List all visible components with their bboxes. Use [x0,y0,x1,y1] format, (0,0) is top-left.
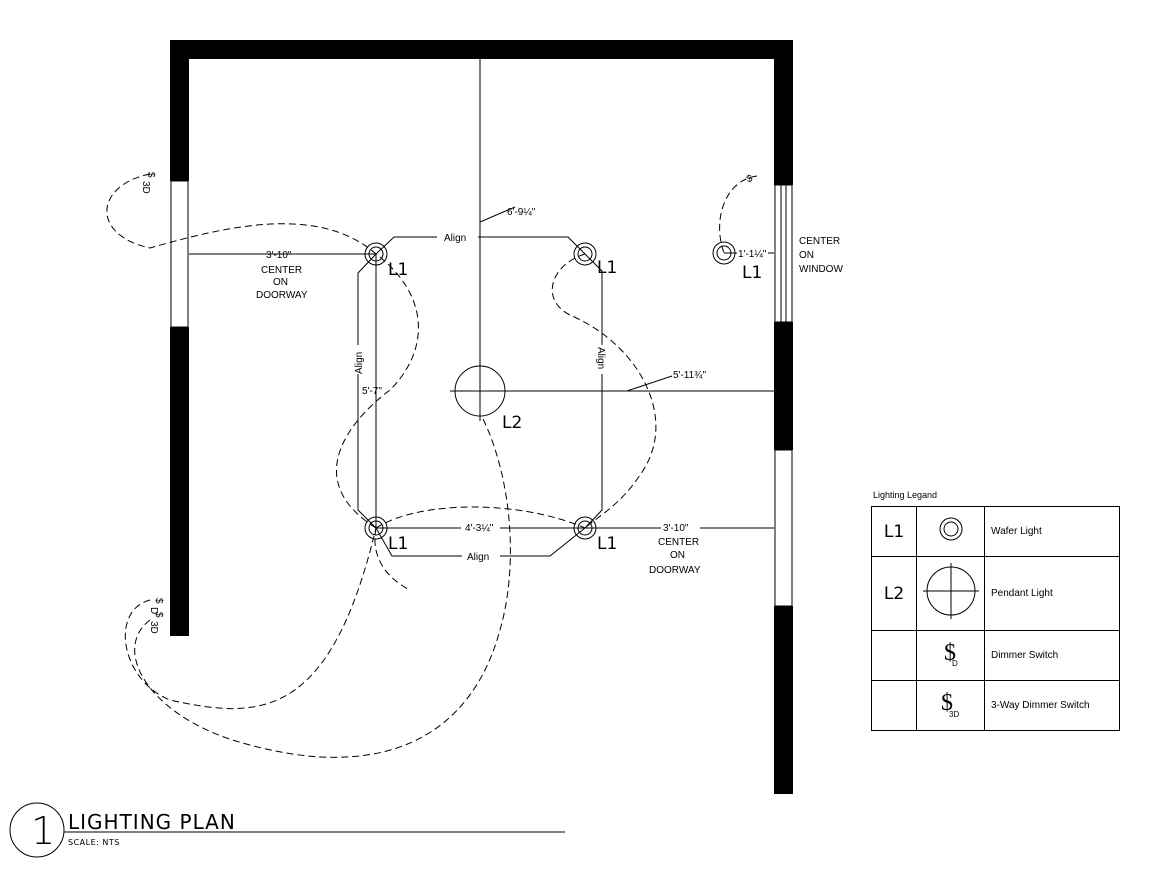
note-center-left: CENTER [261,265,302,276]
svg-text:D: D [148,607,159,614]
legend-row-three-way: $ 3D 3-Way Dimmer Switch [871,680,1120,731]
tag-l1-bottom-right: L1 [597,534,617,554]
fixture-tags: L1 L1 L1 L1 L1 L2 [388,258,762,554]
note-center-right: CENTER [658,537,699,548]
drawing-title: LIGHTING PLAN [68,810,236,834]
dim-vertical-left: 5'-7" [362,386,382,397]
dim-top-center: 6'-9¼" [507,206,536,218]
legend-row-pendant: L2 Pendant Light [871,556,1120,631]
svg-text:$: $ [944,640,956,666]
note-on-window: ON [799,250,814,261]
dim-pendant-right: 5'-11¾" [673,370,707,381]
wafer-light-bottom-left [364,516,388,540]
drawing-number-bubble [9,802,65,858]
top-wall [170,40,793,59]
note-on-left: ON [273,277,288,288]
switches: $ 3D $ $ D $ 3D [140,172,754,634]
legend-label: L1 [871,506,917,557]
dim-right-door: 3'-10" [663,523,689,534]
tag-l2: L2 [502,413,522,433]
wafer-light-top-left [364,242,388,266]
dimmer-switch-lower-left-a: $ D [148,598,164,614]
svg-text:$: $ [145,172,156,178]
tag-l1-top-right: L1 [597,258,617,278]
left-wall-upper [170,40,189,181]
legend-title: Lighting Legand [873,490,938,500]
light-fixtures [364,241,736,540]
left-wall-lower [170,327,189,636]
right-wall-lower [774,606,793,794]
right-wall-upper [774,40,793,185]
walls [170,40,793,794]
pendant-light [450,361,510,421]
align-bottom: Align [467,552,489,563]
dimension-labels: 6'-9¼" Align 3'-10" CENTER ON DOORWAY 1'… [256,206,843,576]
dim-window-offset: 1'-1¼" [738,248,767,260]
wafer-light-top-right [573,242,597,266]
legend-description: Dimmer Switch [984,630,1120,681]
align-left: Align [354,352,365,374]
drawing-number: 1 [31,809,55,853]
lighting-legend: L1 Wafer Light L2 Pendant Light $ D Dimm… [871,506,1120,731]
note-on-right: ON [670,550,685,561]
left-doorway [170,180,189,328]
legend-row-wafer: L1 Wafer Light [871,506,1120,557]
legend-label [871,680,917,731]
wafer-light-icon [916,506,985,557]
svg-text:3D: 3D [949,710,959,719]
svg-text:$: $ [153,612,164,618]
legend-description: 3-Way Dimmer Switch [984,680,1120,731]
align-right: Align [595,347,606,369]
right-wall-middle [774,322,793,450]
three-way-dimmer-switch-lower-left-b: $ 3D [148,612,164,634]
three-way-dimmer-switch-left-door: $ 3D [140,172,156,194]
note-doorway-left: DOORWAY [256,290,308,301]
wafer-light-window [712,241,736,265]
dimmer-switch-window: $ [745,173,754,185]
legend-label [871,630,917,681]
legend-description: Wafer Light [984,506,1120,557]
align-top: Align [444,233,466,244]
title-block: 1 [9,802,565,858]
drawing-scale: SCALE: NTS [68,838,120,847]
right-window [774,184,793,323]
three-way-dimmer-switch-icon: $ 3D [916,680,985,731]
dim-bottom-spacing: 4'-3¼" [465,522,494,534]
tag-l1-bottom-left: L1 [388,534,408,554]
svg-text:$: $ [941,690,953,716]
note-window: WINDOW [799,264,843,275]
legend-description: Pendant Light [984,556,1120,631]
pendant-light-icon [916,556,985,631]
legend-row-dimmer: $ D Dimmer Switch [871,630,1120,681]
dimension-lines [189,59,774,557]
right-doorway [774,449,793,607]
svg-text:3D: 3D [148,621,159,634]
tag-l1-window: L1 [742,263,762,283]
note-doorway-right: DOORWAY [649,565,701,576]
svg-text:D: D [952,659,958,668]
dim-left-door: 3'-10" [266,250,292,261]
svg-text:$: $ [745,173,754,185]
dimmer-switch-icon: $ D [916,630,985,681]
legend-label: L2 [871,556,917,631]
tag-l1-top-left: L1 [388,260,408,280]
wafer-light-bottom-right [573,516,597,540]
switch-wiring [106,173,758,758]
note-center-window: CENTER [799,236,840,247]
svg-text:$: $ [153,598,164,604]
svg-text:3D: 3D [140,181,151,194]
